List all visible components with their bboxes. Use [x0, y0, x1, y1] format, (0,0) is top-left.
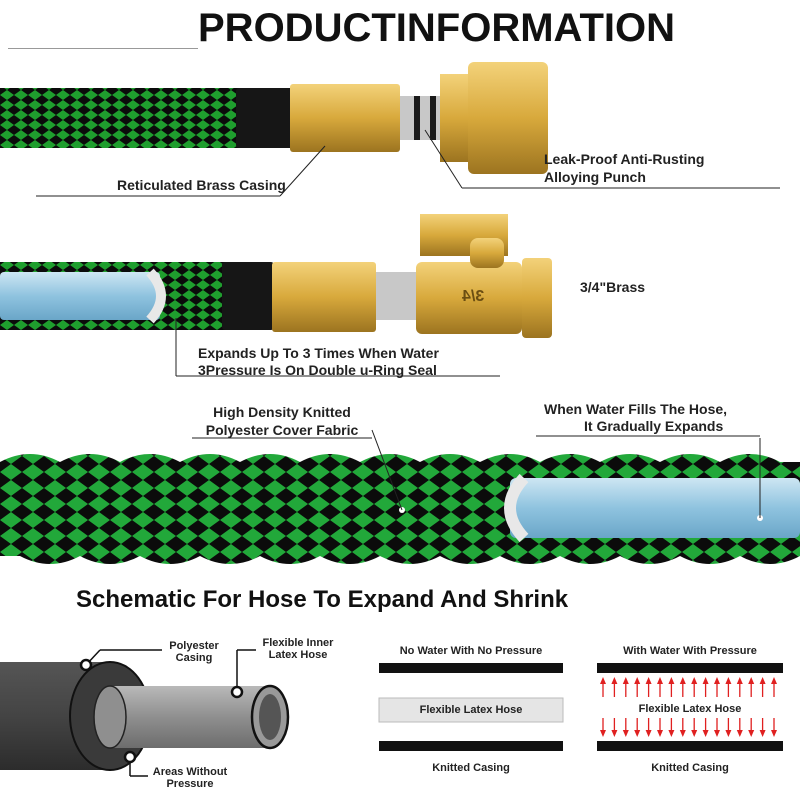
brass-female-fitting — [468, 62, 548, 174]
metal-insert-top — [400, 96, 446, 140]
label-latex-line1: Flexible Inner — [262, 637, 334, 649]
expanded-hose — [0, 429, 800, 564]
label-knitted-line1: High Density Knitted — [213, 404, 351, 420]
pressure-arrow-down — [622, 718, 629, 737]
pressure-arrow-down — [736, 718, 743, 737]
pressure-arrow-up — [748, 677, 755, 697]
label-areas-line1: Areas Without — [152, 766, 228, 778]
panel1-heading: No Water With No Pressure — [399, 645, 543, 657]
label-areas-line2: Pressure — [166, 778, 214, 790]
pressure-arrow-down — [645, 718, 652, 737]
pressure-arrow-up — [657, 677, 663, 697]
panel2-casing-label: Knitted Casing — [651, 762, 729, 774]
pressure-arrow-up — [691, 677, 698, 697]
hose-connector-top — [0, 62, 780, 197]
pressure-arrow-down — [725, 718, 732, 737]
pressure-arrow-down — [634, 718, 641, 737]
brass-nut-top — [440, 74, 468, 162]
label-brass-casing: Reticulated Brass Casing — [117, 177, 286, 193]
pressure-arrow-down — [702, 718, 709, 737]
pressure-arrow-up — [622, 677, 629, 697]
pressure-arrow-up — [668, 677, 675, 697]
pressure-arrow-down — [748, 718, 755, 737]
label-expands-line1: Expands Up To 3 Times When Water — [198, 345, 439, 361]
brass-valve-body — [416, 262, 522, 334]
casing-bar-top-pressure — [597, 663, 783, 673]
panel1-casing-label: Knitted Casing — [432, 762, 510, 774]
pressure-arrows-up — [600, 677, 777, 697]
label-water-fills-line2: It Gradually Expands — [584, 418, 724, 434]
label-brass-size: 3/4"Brass — [580, 279, 646, 295]
casing-bar-top — [379, 663, 563, 673]
tube-cross-section — [0, 649, 290, 777]
pressure-arrow-down — [679, 718, 686, 737]
panel2-latex-label: Flexible Latex Hose — [638, 703, 742, 715]
pressure-arrow-down — [714, 718, 720, 737]
label-expands-line2: 3Pressure Is On Double u-Ring Seal — [198, 362, 437, 378]
pressure-arrow-up — [702, 677, 709, 697]
brass-coupling-top — [290, 84, 400, 152]
casing-bar-bottom — [379, 741, 563, 751]
latex-inner-tube — [110, 686, 270, 748]
page-title: PRODUCTINFORMATION — [198, 6, 675, 50]
pressure-arrow-down — [657, 718, 663, 737]
rubber-collar-middle — [222, 262, 274, 330]
valve-marking: 3/4 — [462, 288, 485, 305]
pressure-arrow-down — [600, 718, 606, 737]
metal-insert-middle — [376, 272, 416, 320]
hose-segment-top — [0, 88, 240, 148]
panel-no-pressure — [378, 663, 564, 751]
pressure-arrow-up — [600, 677, 606, 697]
schematic-title: Schematic For Hose To Expand And Shrink — [76, 586, 569, 613]
label-knitted-line2: Polyester Cover Fabric — [205, 422, 359, 438]
label-leak-proof-line1: Leak-Proof Anti-Rusting — [544, 151, 705, 167]
pressure-arrow-down — [691, 718, 698, 737]
label-polyester-line1: Polyester — [169, 640, 219, 652]
pressure-arrow-up — [714, 677, 720, 697]
brass-coupling-middle — [272, 262, 376, 332]
panel-with-pressure — [597, 663, 783, 751]
pressure-arrow-up — [645, 677, 652, 697]
pressure-arrows-down — [600, 718, 777, 737]
pressure-arrow-up — [759, 677, 766, 697]
rubber-collar-top — [236, 88, 294, 148]
pressure-arrow-down — [668, 718, 675, 737]
label-latex-line2: Latex Hose — [268, 649, 328, 661]
water-cutaway-bottom — [510, 478, 800, 538]
panel1-latex-label: Flexible Latex Hose — [419, 704, 523, 716]
hose-valve-middle — [0, 214, 552, 377]
label-polyester-line2: Casing — [175, 652, 213, 664]
pressure-arrow-up — [679, 677, 686, 697]
brass-male-thread — [522, 258, 552, 338]
pressure-arrow-up — [771, 677, 777, 697]
label-leak-proof-line2: Alloying Punch — [544, 169, 646, 185]
pressure-arrow-down — [759, 718, 766, 737]
panel2-heading: With Water With Pressure — [623, 645, 757, 657]
water-cutaway-middle — [0, 272, 160, 320]
pressure-arrow-down — [771, 718, 777, 737]
pressure-arrow-down — [611, 718, 618, 737]
pressure-arrow-up — [634, 677, 641, 697]
pressure-arrow-up — [736, 677, 743, 697]
pressure-arrow-up — [611, 677, 618, 697]
casing-bar-bottom-pressure — [597, 741, 783, 751]
latex-hose-bar — [378, 697, 564, 723]
pressure-arrow-up — [725, 677, 732, 697]
label-water-fills-line1: When Water Fills The Hose, — [544, 401, 728, 417]
title-rule — [8, 48, 198, 49]
